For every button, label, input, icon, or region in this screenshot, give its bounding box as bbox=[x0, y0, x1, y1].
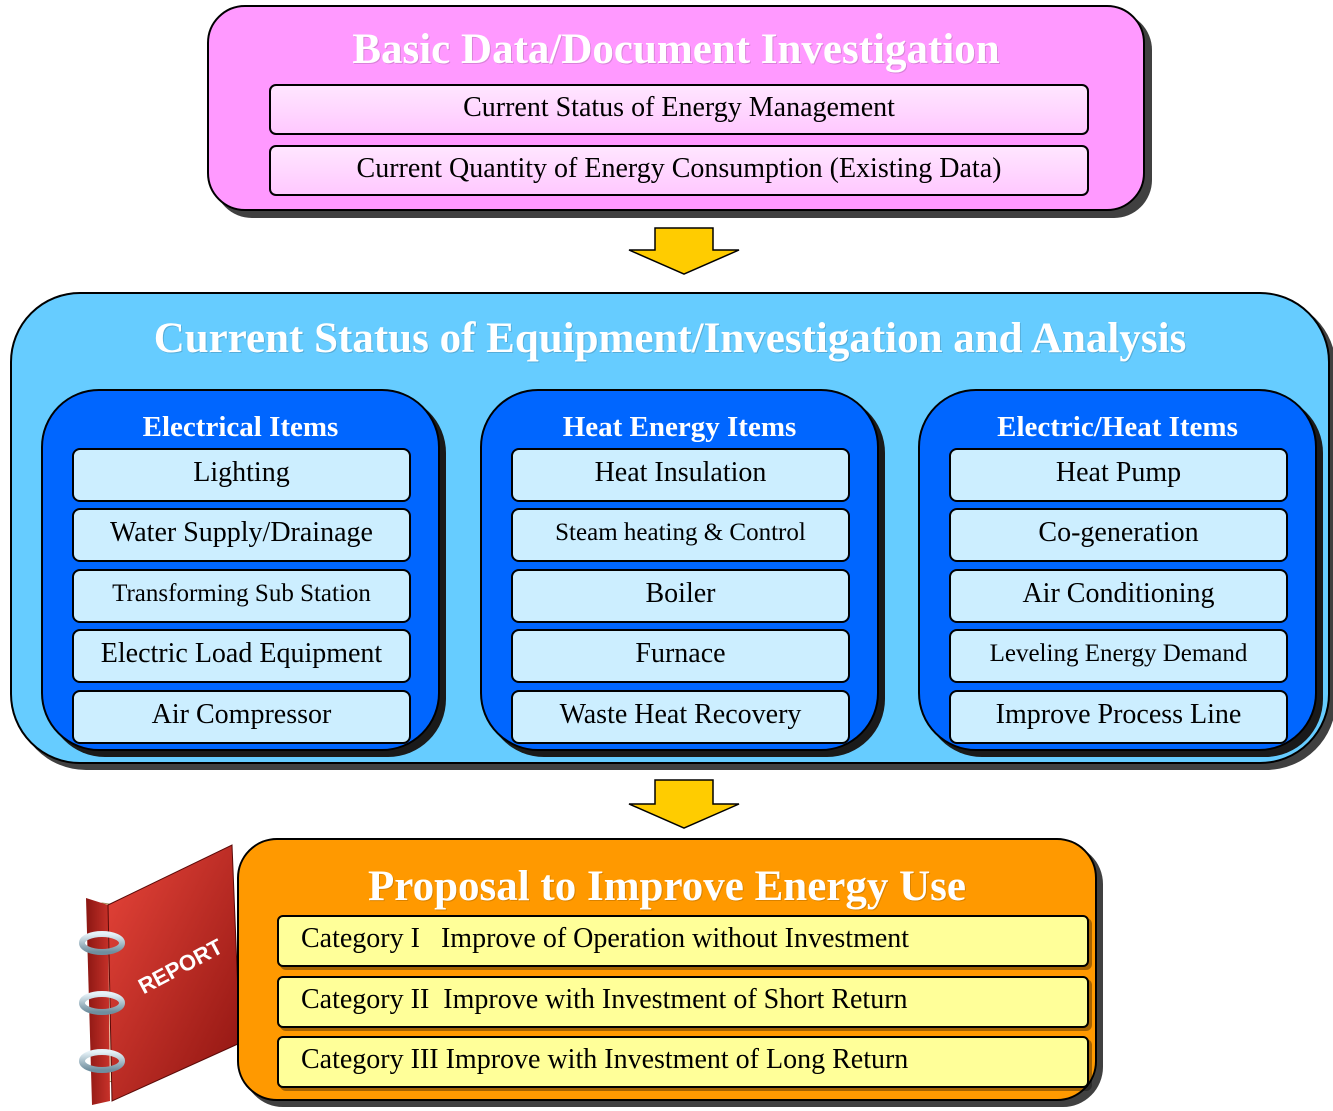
item-furnace: Furnace bbox=[511, 629, 850, 683]
report-book-icon: REPORT bbox=[79, 844, 241, 1105]
item-leveling-energy-demand: Leveling Energy Demand bbox=[949, 629, 1288, 683]
down-arrow-icon bbox=[628, 779, 740, 829]
category-2-row: Category II Improve with Investment of S… bbox=[277, 976, 1089, 1028]
item-transforming-sub-station: Transforming Sub Station bbox=[72, 569, 411, 623]
proposal-title: Proposal to Improve Energy Use bbox=[368, 863, 966, 910]
item-air-conditioning: Air Conditioning bbox=[949, 569, 1288, 623]
item-heat-pump: Heat Pump bbox=[949, 448, 1288, 502]
energy-management-row: Current Status of Energy Management bbox=[269, 84, 1089, 135]
proposal-section: Proposal to Improve Energy Use Category … bbox=[237, 838, 1097, 1101]
equipment-analysis-section: Current Status of Equipment/Investigatio… bbox=[10, 292, 1330, 764]
energy-consumption-row: Current Quantity of Energy Consumption (… bbox=[269, 145, 1089, 196]
item-electric-load-equipment: Electric Load Equipment bbox=[72, 629, 411, 683]
item-heat-insulation: Heat Insulation bbox=[511, 448, 850, 502]
electric-heat-items-column: Electric/Heat Items Heat Pump Co-generat… bbox=[918, 389, 1317, 751]
item-co-generation: Co-generation bbox=[949, 508, 1288, 562]
basic-data-title: Basic Data/Document Investigation bbox=[352, 26, 1000, 73]
item-boiler: Boiler bbox=[511, 569, 850, 623]
basic-data-section: Basic Data/Document Investigation Curren… bbox=[207, 5, 1145, 211]
item-air-compressor: Air Compressor bbox=[72, 690, 411, 744]
item-improve-process-line: Improve Process Line bbox=[949, 690, 1288, 744]
heat-energy-items-title: Heat Energy Items bbox=[562, 411, 797, 443]
electrical-items-column: Electrical Items Lighting Water Supply/D… bbox=[41, 389, 440, 751]
item-lighting: Lighting bbox=[72, 448, 411, 502]
item-waste-heat-recovery: Waste Heat Recovery bbox=[511, 690, 850, 744]
item-steam-heating: Steam heating & Control bbox=[511, 508, 850, 562]
electrical-items-title: Electrical Items bbox=[142, 411, 339, 443]
heat-energy-items-column: Heat Energy Items Heat Insulation Steam … bbox=[480, 389, 879, 751]
category-3-row: Category III Improve with Investment of … bbox=[277, 1036, 1089, 1088]
electric-heat-items-title: Electric/Heat Items bbox=[997, 411, 1238, 443]
down-arrow-icon bbox=[628, 227, 740, 275]
equipment-analysis-title: Current Status of Equipment/Investigatio… bbox=[153, 315, 1187, 362]
category-1-row: Category I Improve of Operation without … bbox=[277, 915, 1089, 967]
item-water-supply: Water Supply/Drainage bbox=[72, 508, 411, 562]
